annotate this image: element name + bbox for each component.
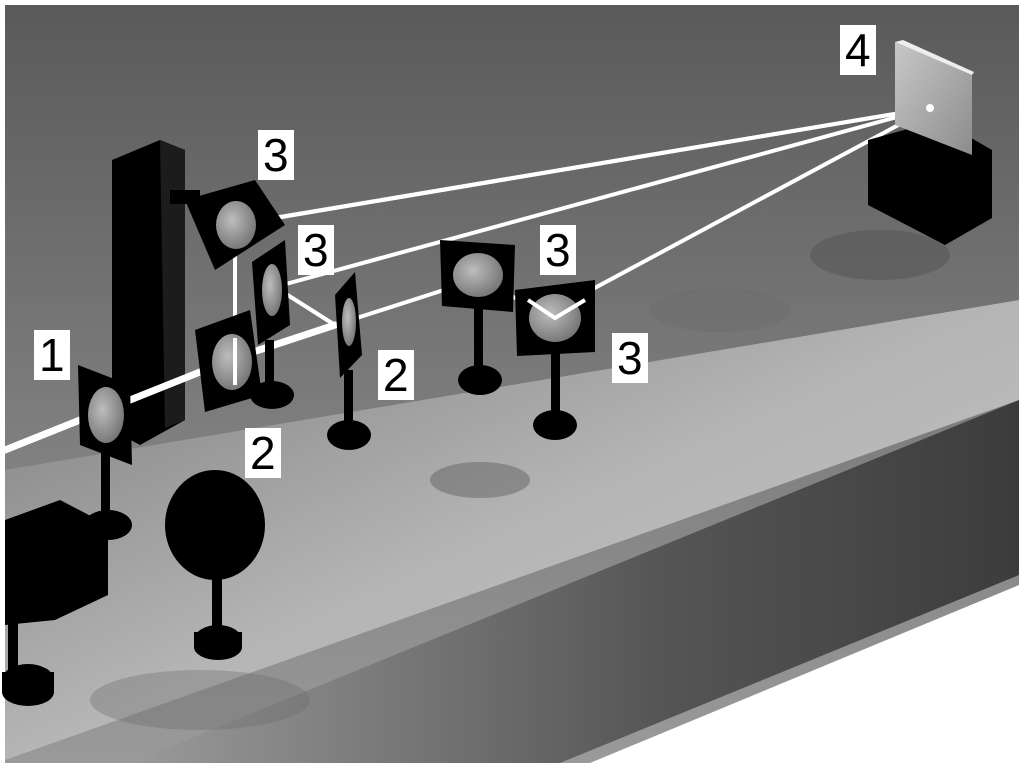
table-front-side xyxy=(130,400,1019,763)
beam-splitter-2-near xyxy=(195,310,262,412)
mirror-3-right xyxy=(515,280,595,440)
label-3-upper-mid: 3 xyxy=(298,225,334,275)
label-2-mid: 2 xyxy=(378,350,414,400)
mirror-3-top xyxy=(170,180,285,270)
shadow xyxy=(810,230,950,280)
mirror-3-mid-right xyxy=(440,240,515,395)
mirror-3-upper-mid xyxy=(250,240,294,409)
shadow xyxy=(650,288,790,332)
label-4: 4 xyxy=(840,25,876,75)
label-3-right: 3 xyxy=(612,333,648,383)
beam-splitter-2-mid xyxy=(327,272,371,450)
lens-disc xyxy=(165,470,265,660)
label-1: 1 xyxy=(34,330,70,380)
label-3-top: 3 xyxy=(258,130,294,180)
laser-source xyxy=(2,500,108,706)
table-corner-white xyxy=(590,585,1019,763)
vertical-post xyxy=(112,140,185,445)
mirror-1 xyxy=(78,365,132,540)
shadow xyxy=(430,462,530,498)
label-2-near: 2 xyxy=(245,428,281,478)
shadow xyxy=(90,670,310,730)
table-top xyxy=(5,300,1019,760)
label-3-mid-right: 3 xyxy=(540,225,576,275)
screen-4 xyxy=(868,40,992,245)
